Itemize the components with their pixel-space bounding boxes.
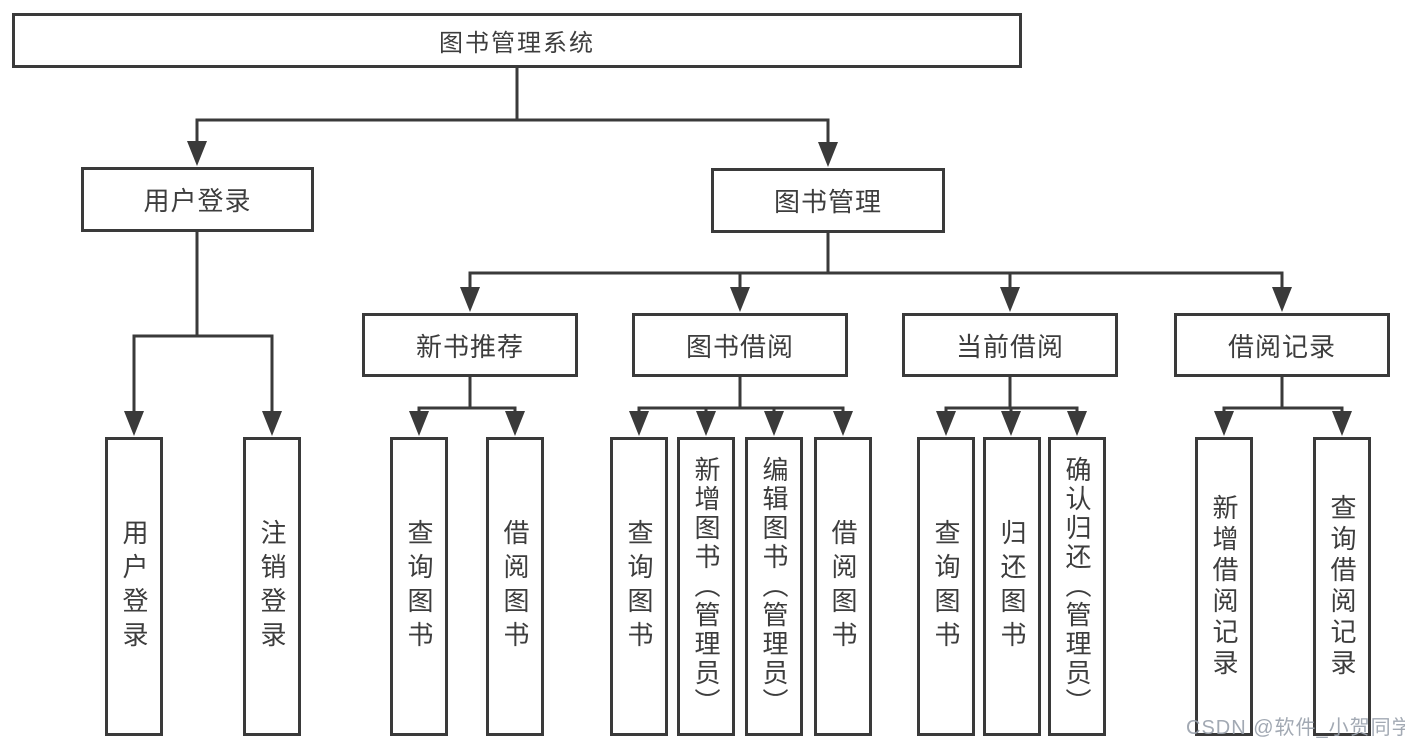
leaf-user-login: 用户登录 [105,437,163,736]
leaf-nbr-borrow-books: 借阅图书 [486,437,544,736]
csdn-watermark: CSDN @软件_小贺同学 [1186,717,1405,739]
leaf-br-query-record: 查询借阅记录 [1313,437,1371,736]
leaf-bb-edit-books-admin: 编辑图书（管理员） [745,437,803,736]
node-new-book-recommend: 新书推荐 [362,313,578,377]
leaf-nbr-query-books: 查询图书 [390,437,448,736]
leaf-cb-query-books: 查询图书 [917,437,975,736]
leaf-cb-return-books: 归还图书 [983,437,1041,736]
node-current-borrow: 当前借阅 [902,313,1118,377]
leaf-bb-query-books: 查询图书 [610,437,668,736]
node-borrow-records: 借阅记录 [1174,313,1390,377]
leaf-bb-borrow-books: 借阅图书 [814,437,872,736]
node-book-borrow: 图书借阅 [632,313,848,377]
leaf-br-add-record: 新增借阅记录 [1195,437,1253,736]
leaf-logout: 注销登录 [243,437,301,736]
leaf-bb-add-books-admin: 新增图书（管理员） [677,437,735,736]
leaf-cb-confirm-return-admin: 确认归还（管理员） [1048,437,1106,736]
node-root-library-system: 图书管理系统 [12,13,1022,68]
node-book-management: 图书管理 [711,168,945,233]
node-user-login: 用户登录 [81,167,314,232]
